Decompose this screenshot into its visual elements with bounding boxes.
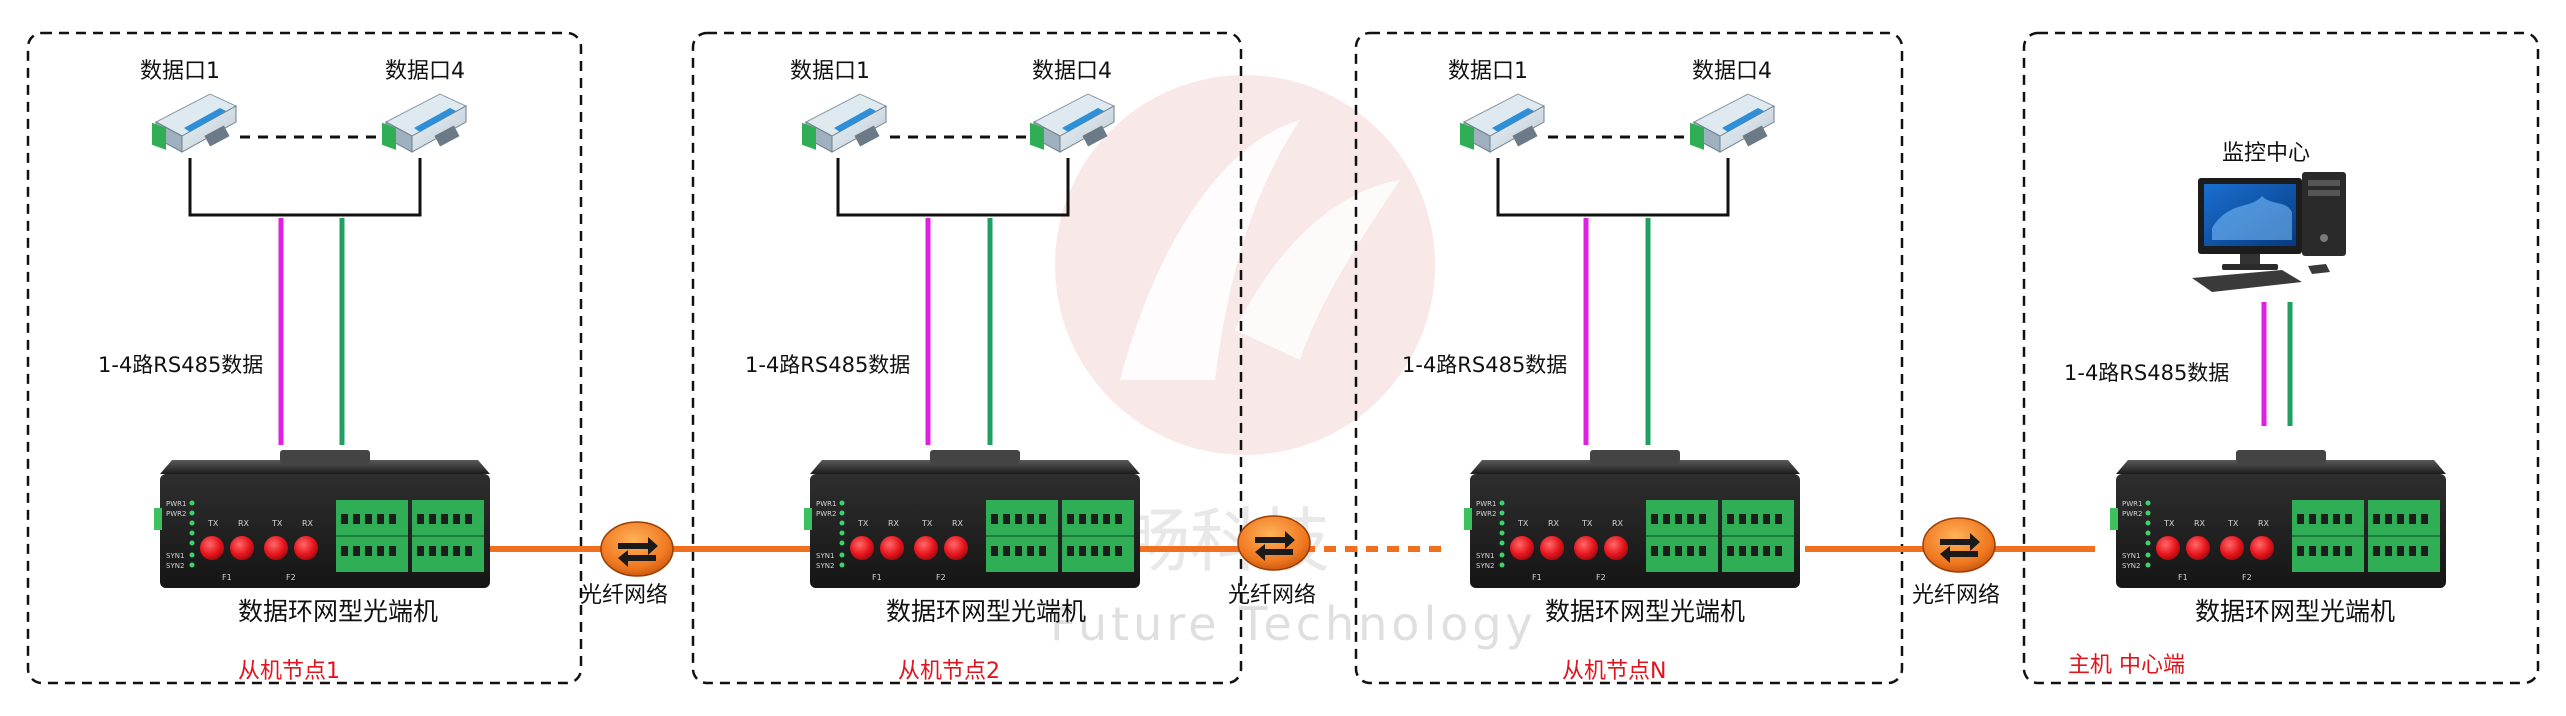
device-label: 数据环网型光端机 [2195, 597, 2395, 626]
section-frame-node2 [691, 31, 1243, 685]
port1-label: 数据口1 [790, 59, 870, 84]
section-frame-host [2022, 31, 2540, 685]
node-label: 从机节点2 [898, 659, 1000, 684]
watermark: 畅科技 Future Technology [1050, 75, 1537, 651]
port4-label: 数据口4 [385, 59, 465, 84]
section-host: 监控中心 1-4路RS485数据 数据环网型光端机 主机 中心端 [2064, 141, 2447, 678]
port4-label: 数据口4 [1032, 59, 1112, 84]
rs485-data-label: 1-4路RS485数据 [1402, 353, 1567, 377]
fiber-network-2: 光纤网络 [1228, 515, 1316, 608]
section-node1: 数据口1 数据口4 1-4路RS485数据 数据环网型光端机 从机节点1 [98, 59, 491, 684]
monitor-label: 监控中心 [2222, 141, 2310, 166]
rs485-converter-1 [801, 93, 887, 153]
fiber-network-label: 光纤网络 [1912, 583, 2000, 608]
optical-transceiver [153, 449, 491, 589]
node-label: 主机 中心端 [2068, 653, 2185, 678]
watermark-en: Future Technology [1050, 597, 1537, 651]
optical-transceiver [1463, 449, 1801, 589]
fiber-network-icon [1237, 515, 1311, 571]
section-node2: 数据口1 数据口4 1-4路RS485数据 数据环网型光端机 从机节点2 [745, 59, 1141, 684]
fiber-network-1: 光纤网络 [580, 521, 674, 608]
fiber-network-3: 光纤网络 [1912, 517, 2000, 608]
monitor-computer-icon [2192, 172, 2346, 292]
port1-label: 数据口1 [140, 59, 220, 84]
device-label: 数据环网型光端机 [886, 597, 1086, 626]
rs485-data-label: 1-4路RS485数据 [745, 353, 910, 377]
port1-label: 数据口1 [1448, 59, 1528, 84]
optical-transceiver [2109, 449, 2447, 589]
node-label: 从机节点N [1562, 659, 1666, 684]
fiber-network-icon [600, 521, 674, 577]
device-label: 数据环网型光端机 [1545, 597, 1745, 626]
fiber-network-label: 光纤网络 [580, 583, 668, 608]
fiber-network-icon [1922, 517, 1996, 573]
rs485-converter-1 [1459, 93, 1545, 153]
rs485-data-label: 1-4路RS485数据 [2064, 361, 2229, 385]
rs485-converter-1 [151, 93, 237, 153]
optical-transceiver [803, 449, 1141, 589]
fiber-network-label: 光纤网络 [1228, 583, 1316, 608]
rs485-converter-4 [1689, 93, 1775, 153]
section-frame-nodeN [1354, 31, 1904, 685]
section-frame-node1 [26, 31, 583, 685]
rs485-data-label: 1-4路RS485数据 [98, 353, 263, 377]
section-nodeN: 数据口1 数据口4 1-4路RS485数据 数据环网型光端机 从机节点N [1402, 59, 1801, 684]
node-label: 从机节点1 [238, 659, 340, 684]
rs485-converter-4 [381, 93, 467, 153]
device-label: 数据环网型光端机 [238, 597, 438, 626]
port4-label: 数据口4 [1692, 59, 1772, 84]
